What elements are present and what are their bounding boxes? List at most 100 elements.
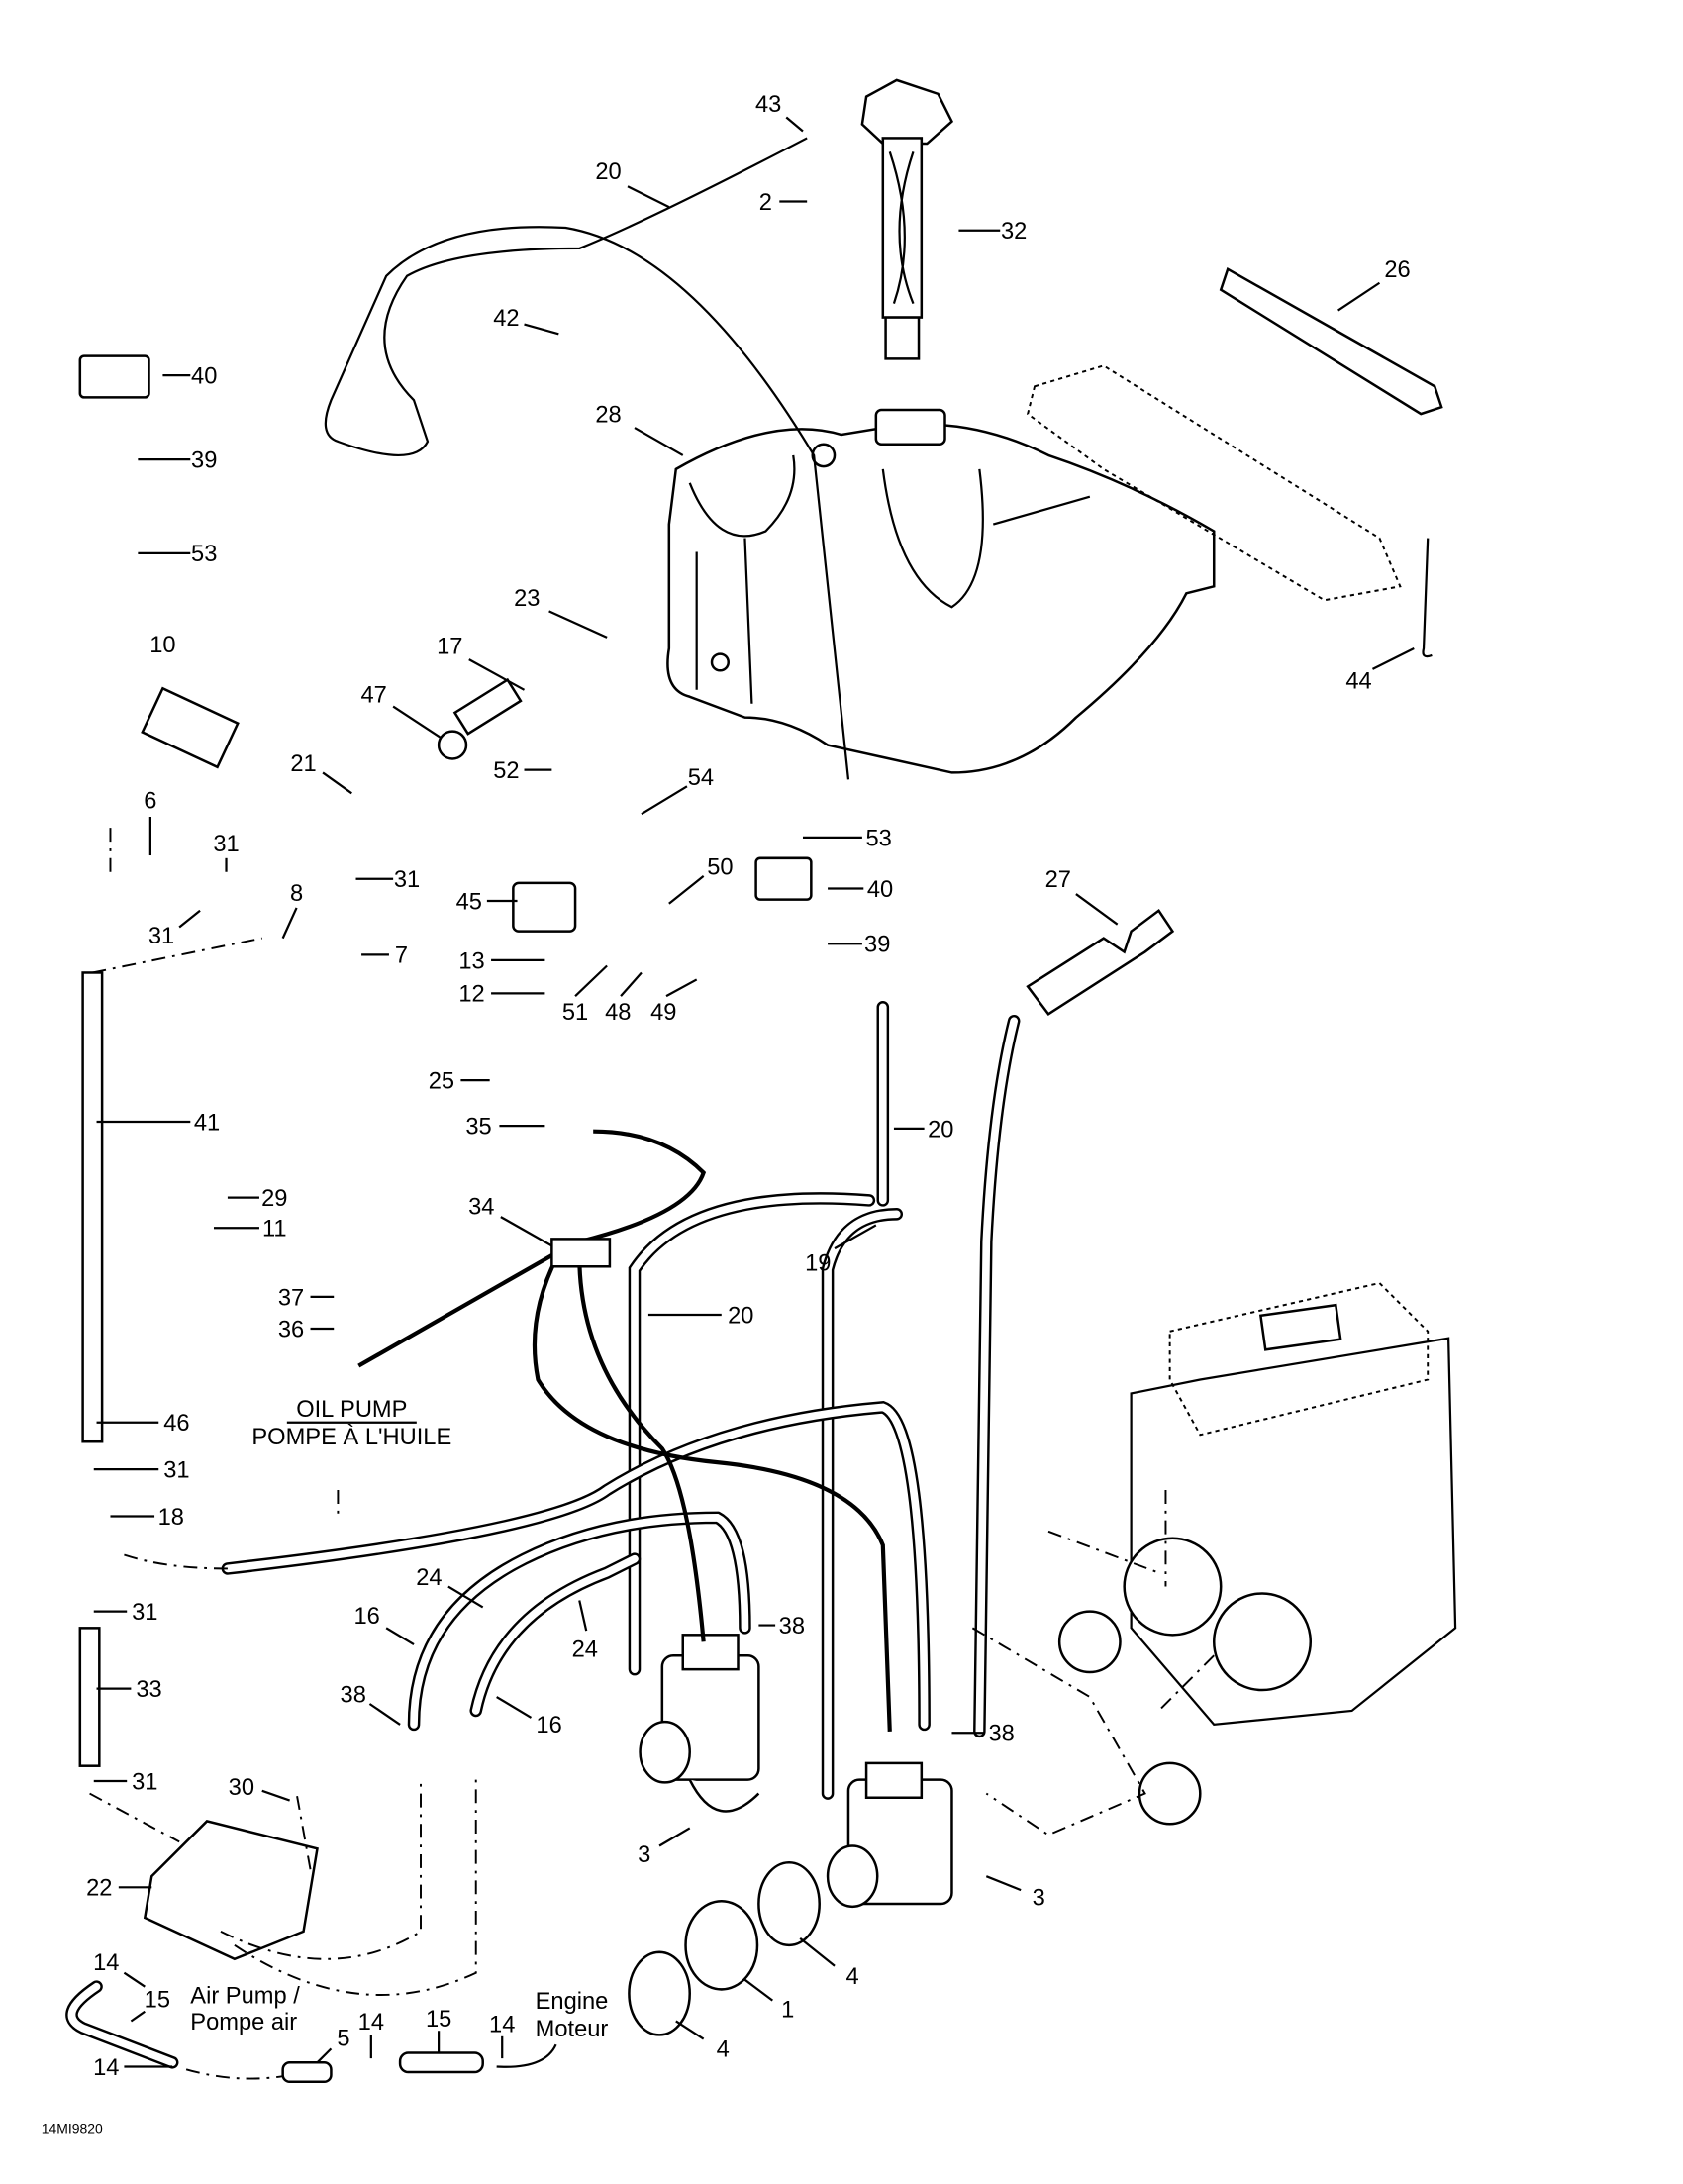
callout-number: 24	[572, 1638, 598, 1663]
callout-number: 12	[458, 982, 484, 1008]
callout-leader	[834, 1224, 877, 1250]
callout-leader	[261, 1789, 290, 1802]
air-pump-label: Air Pump /	[190, 1983, 300, 2009]
callout-number: 4	[846, 1964, 859, 1990]
fuel-filter	[452, 677, 523, 736]
callout-leader	[743, 1978, 773, 2002]
callout-number: 20	[728, 1303, 753, 1329]
clamp	[757, 1860, 821, 1947]
air-hose	[398, 2051, 484, 2074]
callout-number: 14	[489, 2013, 515, 2038]
callout-number: 31	[132, 1600, 157, 1626]
callout-leader	[985, 1875, 1022, 1892]
callout-leader	[385, 1627, 415, 1646]
callout-number: 1	[781, 1997, 794, 2023]
callout-leader	[658, 1827, 691, 1847]
callout-number: 18	[158, 1505, 184, 1531]
engine-arrow	[496, 2043, 557, 2068]
callout-number: 44	[1345, 668, 1371, 694]
tank-strap	[1219, 266, 1443, 416]
callout-number: 48	[605, 1000, 631, 1026]
callout-number: 4	[717, 2037, 730, 2063]
callout-leader	[1075, 893, 1119, 926]
air-pump-label-fr: Pompe air	[190, 2010, 297, 2035]
callout-leader	[178, 909, 201, 929]
callout-number: 38	[779, 1614, 805, 1639]
callout-number: 6	[144, 789, 156, 815]
intake-boot	[684, 1900, 759, 1991]
callout-number: 2	[759, 190, 772, 216]
callout-number: 3	[1033, 1885, 1045, 1911]
callout-number: 31	[148, 924, 174, 949]
engine-label-fr: Moteur	[536, 2017, 609, 2042]
oil-injection-cable-junction	[550, 1238, 612, 1268]
callout-number: 49	[650, 1000, 676, 1026]
callout-leader	[123, 1971, 146, 1988]
carburetor-right	[826, 1761, 953, 1909]
callout-number: 11	[262, 1217, 287, 1242]
callout-number: 29	[261, 1186, 287, 1212]
label-decal	[141, 686, 240, 769]
callout-leader	[799, 1937, 836, 1967]
callout-number: 33	[136, 1677, 161, 1703]
callout-number: 16	[353, 1604, 379, 1630]
callout-number: 25	[429, 1069, 454, 1095]
vent-hose	[324, 137, 850, 780]
callout-number: 21	[290, 751, 316, 777]
callout-number: 53	[191, 542, 217, 567]
connector	[78, 354, 150, 399]
callout-number: 24	[416, 1565, 442, 1591]
callout-number: 23	[514, 586, 540, 612]
callout-leader	[447, 1585, 484, 1609]
callout-number: 17	[437, 635, 462, 660]
callout-leader	[316, 2047, 333, 2064]
callout-number: 19	[805, 1250, 831, 1276]
callout-leader	[641, 785, 688, 816]
callout-number: 47	[360, 682, 386, 708]
callout-number: 38	[341, 1683, 366, 1709]
callout-leader	[574, 964, 608, 997]
primer-body	[512, 881, 577, 933]
callout-number: 42	[493, 306, 519, 332]
callout-number: 54	[688, 765, 714, 791]
oil-pump-label: OIL PUMP	[296, 1397, 407, 1423]
callout-number: 16	[536, 1713, 561, 1738]
callout-number: 14	[93, 2055, 119, 2081]
callout-number: 5	[337, 2027, 349, 2052]
callout-number: 26	[1384, 257, 1410, 283]
drawing-code: 14MI9820	[42, 2120, 103, 2135]
callout-number: 36	[278, 1317, 304, 1342]
callout-number: 50	[707, 855, 733, 881]
oil-pump-label-fr: POMPE À L'HUILE	[251, 1424, 451, 1450]
callout-number: 31	[132, 1769, 157, 1795]
callout-leader	[548, 610, 608, 639]
callout-number: 39	[191, 447, 217, 473]
callout-leader	[281, 907, 298, 940]
callout-number: 10	[149, 633, 175, 658]
callout-number: 31	[394, 867, 420, 893]
callout-number: 13	[458, 948, 484, 974]
filler-gauge-tube	[860, 78, 954, 360]
carburetor-left	[639, 1634, 760, 1813]
callout-number: 20	[928, 1117, 953, 1142]
callout-leader	[578, 1600, 588, 1632]
clamp	[628, 1950, 691, 2036]
callout-number: 8	[290, 881, 303, 907]
callout-number: 46	[163, 1411, 189, 1437]
engine-label: Engine	[536, 1989, 609, 2015]
callout-leader	[1371, 647, 1415, 670]
callout-number: 43	[755, 92, 781, 118]
callout-number: 35	[465, 1115, 491, 1141]
callout-number: 31	[163, 1457, 189, 1483]
callout-leader	[496, 1696, 533, 1719]
callout-number: 20	[595, 159, 621, 185]
callout-number: 3	[638, 1842, 650, 1868]
callout-leader	[668, 875, 705, 905]
callout-number: 34	[468, 1194, 494, 1220]
callout-leader	[634, 427, 684, 456]
callout-leader	[1337, 281, 1381, 312]
callout-leader	[500, 1216, 552, 1247]
callout-number: 40	[191, 363, 217, 389]
